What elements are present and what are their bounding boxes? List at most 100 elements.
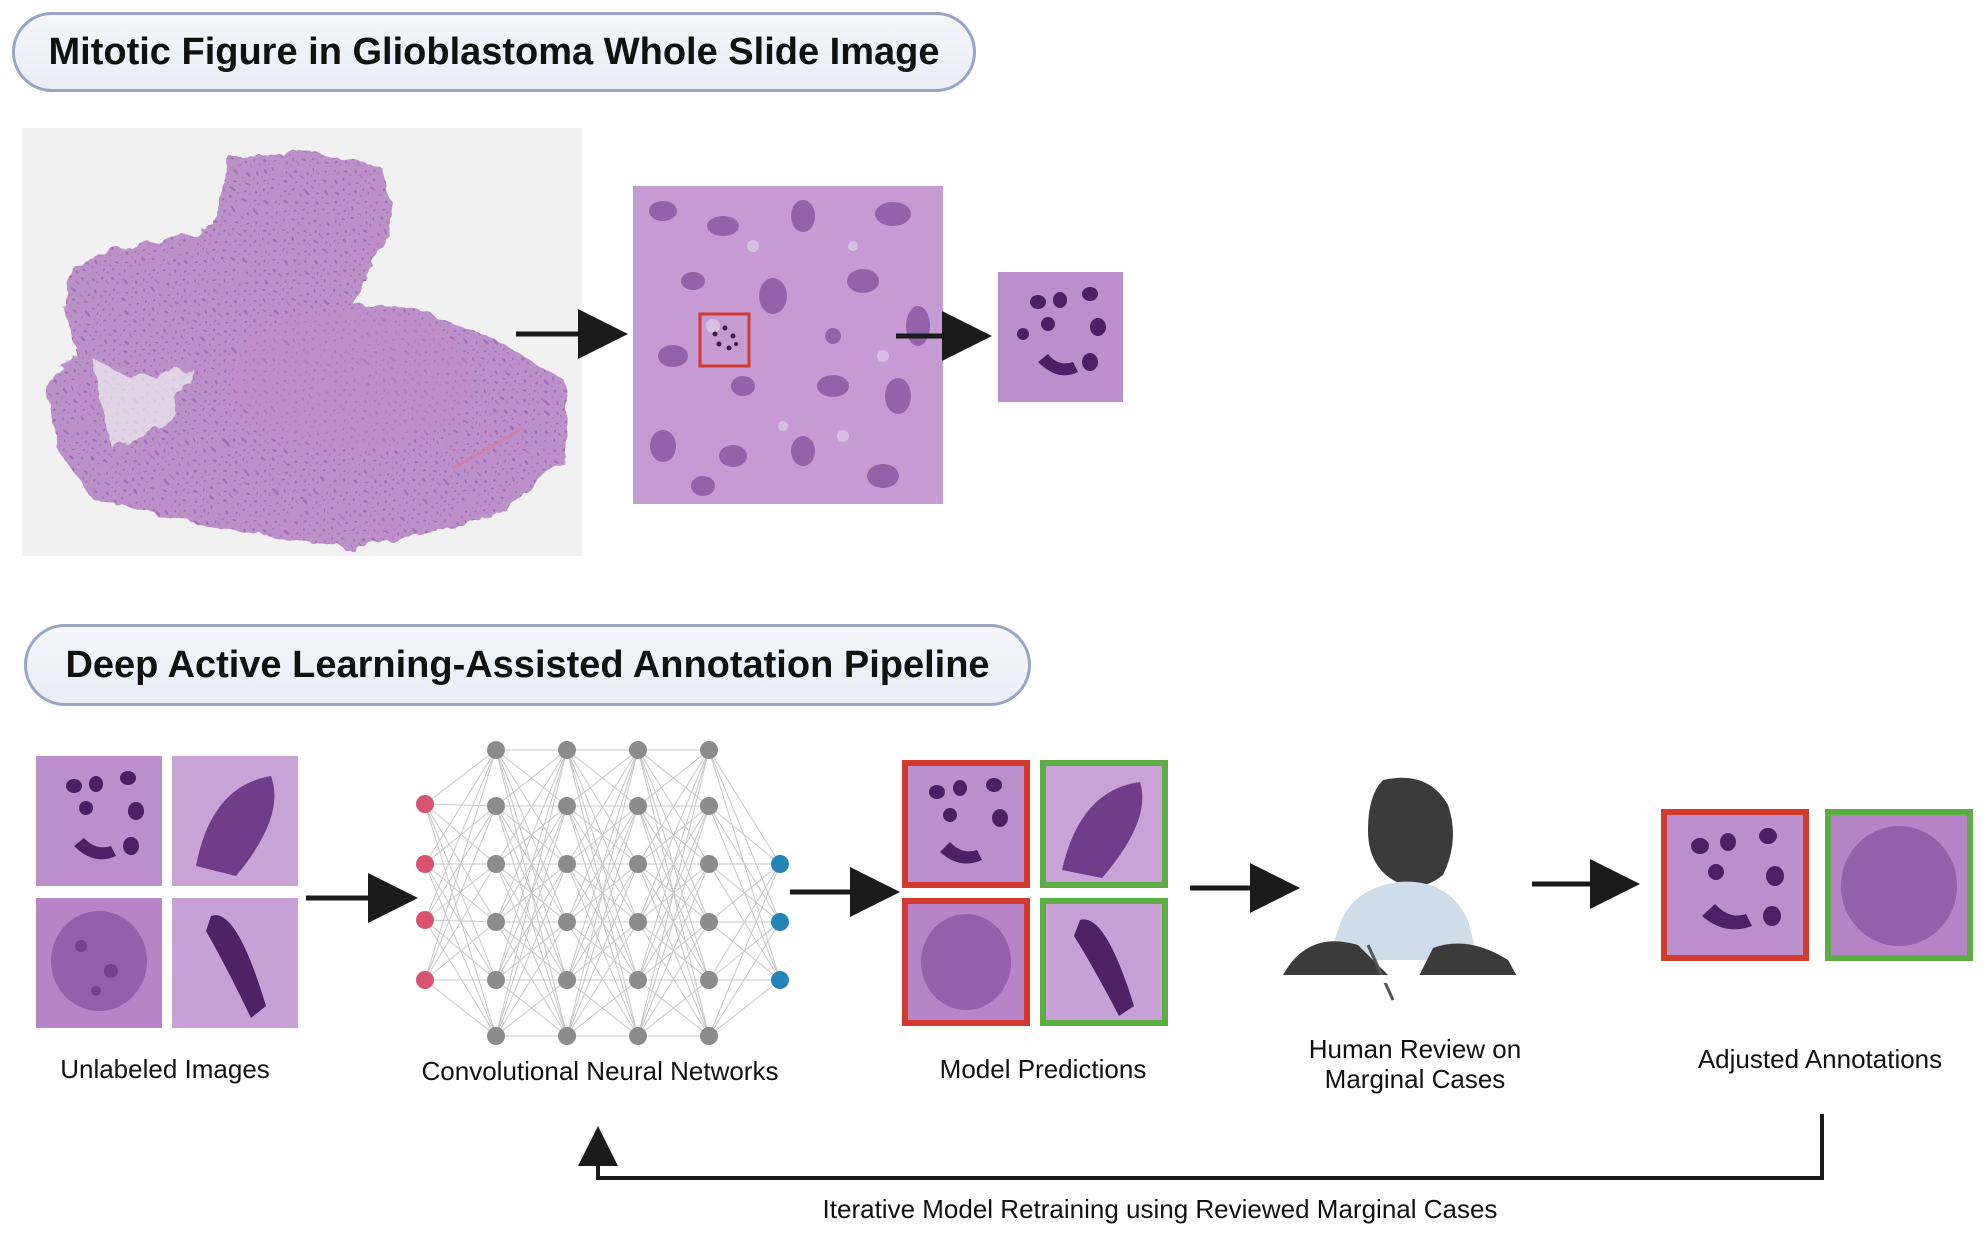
- section-title-mitotic-figure: Mitotic Figure in Glioblastoma Whole Sli…: [12, 12, 976, 92]
- label-human-review: Human Review on Marginal Cases: [1270, 1034, 1560, 1094]
- nn-connection: [566, 749, 639, 1037]
- nn-hidden-node: [629, 913, 647, 931]
- nn-hidden-node: [487, 797, 505, 815]
- nn-hidden-node: [629, 797, 647, 815]
- nn-connection: [424, 749, 497, 981]
- nn-hidden-node: [558, 855, 576, 873]
- nn-connection: [424, 805, 497, 921]
- nn-input-node: [416, 911, 434, 929]
- nn-connection: [708, 921, 781, 1037]
- nn-connection: [495, 979, 568, 1037]
- whole-slide-image: [22, 128, 582, 556]
- nn-connection: [424, 805, 497, 981]
- nn-connection: [637, 749, 710, 981]
- prediction-non-mitotic-2: [1040, 898, 1168, 1026]
- label-feedback-loop: Iterative Model Retraining using Reviewe…: [822, 1194, 1498, 1224]
- nn-hidden-node: [558, 971, 576, 989]
- nn-hidden-node: [558, 1027, 576, 1045]
- nn-hidden-node: [629, 855, 647, 873]
- nn-hidden-node: [629, 741, 647, 759]
- nn-connection: [424, 749, 497, 921]
- nn-connection: [566, 749, 639, 865]
- nn-connection: [424, 749, 497, 865]
- prediction-non-mitotic-1: [1040, 760, 1168, 888]
- unlabeled-tile-4: [172, 898, 298, 1028]
- nn-connection: [566, 921, 639, 1037]
- nn-output-node: [771, 855, 789, 873]
- label-cnn: Convolutional Neural Networks: [421, 1056, 779, 1086]
- nn-hidden-node: [700, 971, 718, 989]
- nn-hidden-node: [700, 1027, 718, 1045]
- nn-connection: [424, 921, 497, 981]
- nn-connection: [708, 749, 781, 865]
- nn-hidden-node: [487, 741, 505, 759]
- nn-connection: [708, 863, 781, 981]
- nn-connection: [637, 979, 710, 1037]
- nn-connection: [637, 749, 710, 807]
- adjusted-annotations: [1661, 809, 1973, 961]
- unlabeled-tile-3: [36, 898, 162, 1028]
- nn-connection: [566, 805, 639, 1037]
- nn-connection: [708, 805, 781, 865]
- label-adjusted-annotations: Adjusted Annotations: [1697, 1044, 1943, 1074]
- nn-hidden-node: [700, 855, 718, 873]
- adjusted-non-mitotic: [1825, 809, 1973, 961]
- nn-input-node: [416, 795, 434, 813]
- nn-input-node: [416, 971, 434, 989]
- nn-hidden-node: [487, 855, 505, 873]
- prediction-mitotic-1: [902, 760, 1030, 888]
- nn-connection: [495, 749, 568, 807]
- nn-connection: [424, 919, 497, 981]
- nn-connection: [708, 863, 781, 923]
- prediction-mitotic-2: [902, 898, 1030, 1026]
- nn-hidden-node: [700, 913, 718, 931]
- pipeline-title: Deep Active Learning-Assisted Annotation…: [65, 643, 990, 686]
- nn-connection: [424, 749, 497, 805]
- nn-connection: [495, 749, 568, 865]
- nn-connection: [495, 749, 568, 1037]
- neural-network-diagram: [416, 741, 789, 1045]
- nn-connection: [566, 749, 639, 981]
- unlabeled-tile-1: [36, 756, 162, 886]
- nn-hidden-node: [487, 1027, 505, 1045]
- unlabeled-images-grid: [36, 756, 298, 1028]
- nn-connection: [637, 863, 710, 1037]
- nn-connection: [566, 863, 639, 1037]
- nn-output-node: [771, 971, 789, 989]
- nn-hidden-node: [700, 741, 718, 759]
- nn-connection: [637, 749, 710, 923]
- adjusted-mitotic: [1661, 809, 1809, 961]
- nn-hidden-node: [629, 1027, 647, 1045]
- section-title-pipeline: Deep Active Learning-Assisted Annotation…: [24, 624, 1031, 706]
- nn-connection: [708, 979, 781, 1037]
- nn-connection: [495, 863, 568, 1037]
- nn-hidden-node: [487, 913, 505, 931]
- page-title: Mitotic Figure in Glioblastoma Whole Sli…: [48, 30, 940, 73]
- nn-connection: [637, 921, 710, 1037]
- nn-hidden-node: [487, 971, 505, 989]
- nn-connection: [495, 749, 568, 981]
- nn-connection: [424, 919, 497, 923]
- label-human-review-line1: Human Review on: [1308, 1034, 1522, 1064]
- nn-hidden-node: [558, 741, 576, 759]
- label-unlabeled-images: Unlabeled Images: [60, 1054, 270, 1084]
- unlabeled-tile-2: [172, 756, 298, 886]
- label-human-review-line2: Marginal Cases: [1324, 1064, 1506, 1094]
- nn-connection: [637, 805, 710, 1037]
- human-reviewer-icon: [1273, 777, 1535, 1001]
- zoomed-patch: [633, 186, 943, 504]
- nn-output-node: [771, 913, 789, 931]
- nn-input-node: [416, 855, 434, 873]
- mitosis-crop: [998, 272, 1123, 402]
- nn-hidden-node: [629, 971, 647, 989]
- nn-hidden-node: [558, 913, 576, 931]
- nn-connection: [566, 979, 639, 1037]
- model-predictions-grid: [902, 760, 1168, 1026]
- nn-connection: [566, 749, 639, 923]
- nn-connection: [637, 749, 710, 1037]
- nn-connection: [708, 863, 781, 1037]
- nn-connection: [637, 749, 710, 865]
- nn-connection: [424, 803, 497, 807]
